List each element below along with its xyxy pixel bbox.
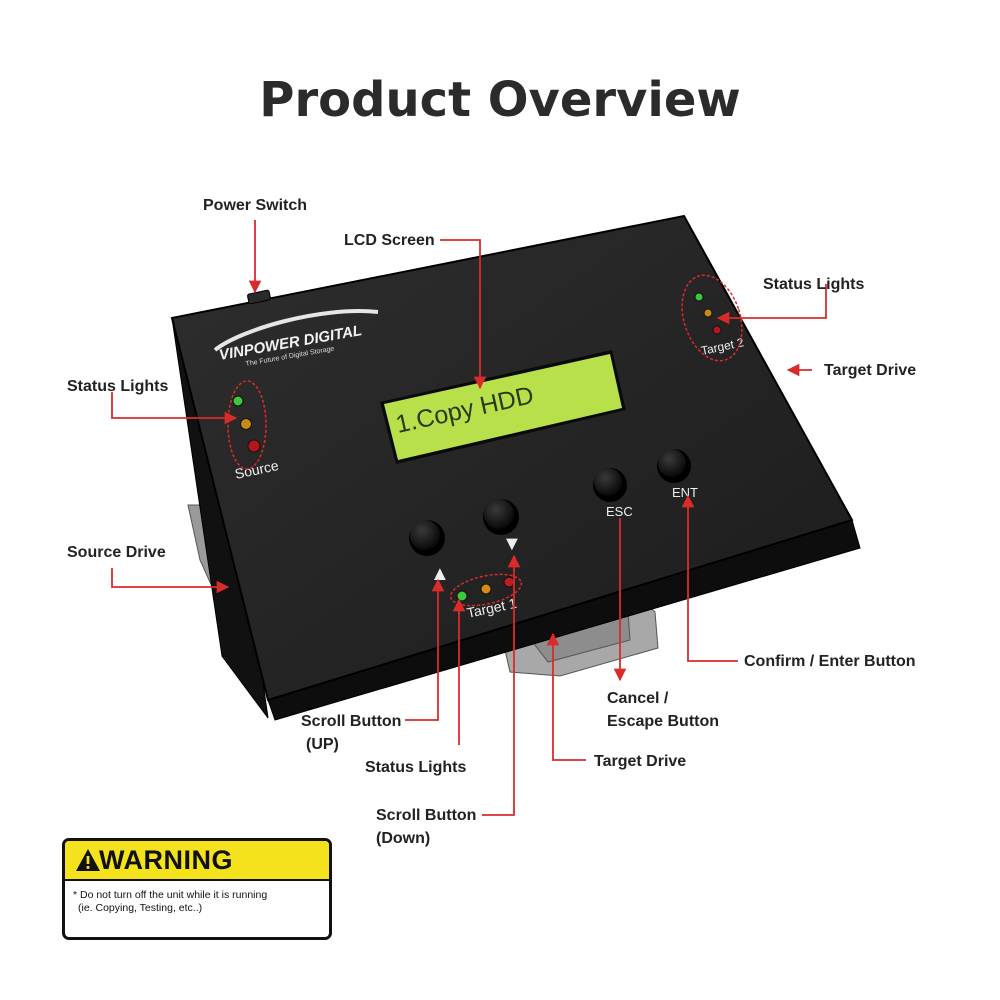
target1-lights-highlight bbox=[449, 573, 523, 607]
page-title: Product Overview bbox=[259, 72, 741, 128]
arrow-confirm-enter bbox=[681, 494, 738, 662]
target2-led-red bbox=[712, 325, 722, 335]
label-scroll-up-2: (UP) bbox=[306, 736, 339, 753]
esc-button[interactable] bbox=[593, 468, 627, 502]
scroll-up-button[interactable] bbox=[409, 520, 445, 556]
label-target-drive-right: Target Drive bbox=[824, 362, 917, 379]
source-led-green bbox=[232, 395, 244, 407]
target1-led-amber bbox=[480, 583, 492, 595]
scroll-down-button[interactable] bbox=[483, 499, 519, 535]
arrow-scroll-up bbox=[405, 578, 445, 721]
label-status-lights-source: Status Lights bbox=[67, 378, 169, 395]
label-lcd-screen: LCD Screen bbox=[344, 232, 435, 249]
brand-logo: VINPOWER DIGITAL The Future of Digital S… bbox=[213, 309, 379, 368]
label-status-lights-target2: Status Lights bbox=[763, 276, 865, 293]
warning-header: WARNING bbox=[65, 841, 329, 881]
warning-title: WARNING bbox=[99, 844, 233, 875]
label-scroll-up-1: Scroll Button bbox=[301, 713, 402, 730]
down-arrow-icon: ▼ bbox=[502, 533, 522, 555]
label-cancel-escape-2: Escape Button bbox=[607, 713, 720, 730]
label-target-drive-bottom: Target Drive bbox=[594, 753, 687, 770]
esc-label: ESC bbox=[606, 504, 633, 519]
source-lights-highlight bbox=[227, 380, 267, 470]
label-scroll-down-1: Scroll Button bbox=[376, 807, 477, 824]
label-confirm-enter: Confirm / Enter Button bbox=[744, 653, 916, 670]
arrow-target-drive-bottom bbox=[546, 632, 586, 761]
arrow-source-drive bbox=[111, 568, 230, 594]
label-source-drive: Source Drive bbox=[67, 544, 166, 561]
ent-button[interactable] bbox=[657, 449, 691, 483]
warning-line-2: (ie. Copying, Testing, etc..) bbox=[78, 902, 203, 914]
warning-box: WARNING * Do not turn off the unit while… bbox=[62, 838, 332, 940]
arrow-lcd-screen bbox=[440, 239, 487, 390]
label-scroll-down-2: (Down) bbox=[376, 830, 431, 847]
warning-body: * Do not turn off the unit while it is r… bbox=[65, 881, 329, 915]
callout-arrows bbox=[111, 220, 827, 816]
source-led-amber bbox=[240, 418, 252, 430]
target1-led-green bbox=[456, 590, 468, 602]
label-power-switch: Power Switch bbox=[203, 197, 308, 214]
target2-led-green bbox=[694, 292, 704, 302]
warning-line-1: * Do not turn off the unit while it is r… bbox=[73, 889, 268, 901]
warning-triangle-icon bbox=[76, 849, 100, 871]
target2-led-amber bbox=[703, 308, 713, 318]
label-cancel-escape-1: Cancel / bbox=[607, 690, 669, 707]
arrow-scroll-down bbox=[482, 554, 521, 816]
lcd-screen: 1.Copy HDD bbox=[380, 350, 626, 464]
target1-led-red bbox=[503, 576, 515, 588]
arrow-status-lights-source bbox=[111, 392, 238, 425]
source-led-red bbox=[247, 439, 261, 453]
ent-label: ENT bbox=[672, 485, 698, 500]
arrow-status-lights-target2 bbox=[716, 284, 827, 325]
up-arrow-icon: ▲ bbox=[430, 563, 450, 585]
target2-lights-highlight bbox=[681, 274, 743, 362]
label-status-lights-target1: Status Lights bbox=[365, 759, 467, 776]
